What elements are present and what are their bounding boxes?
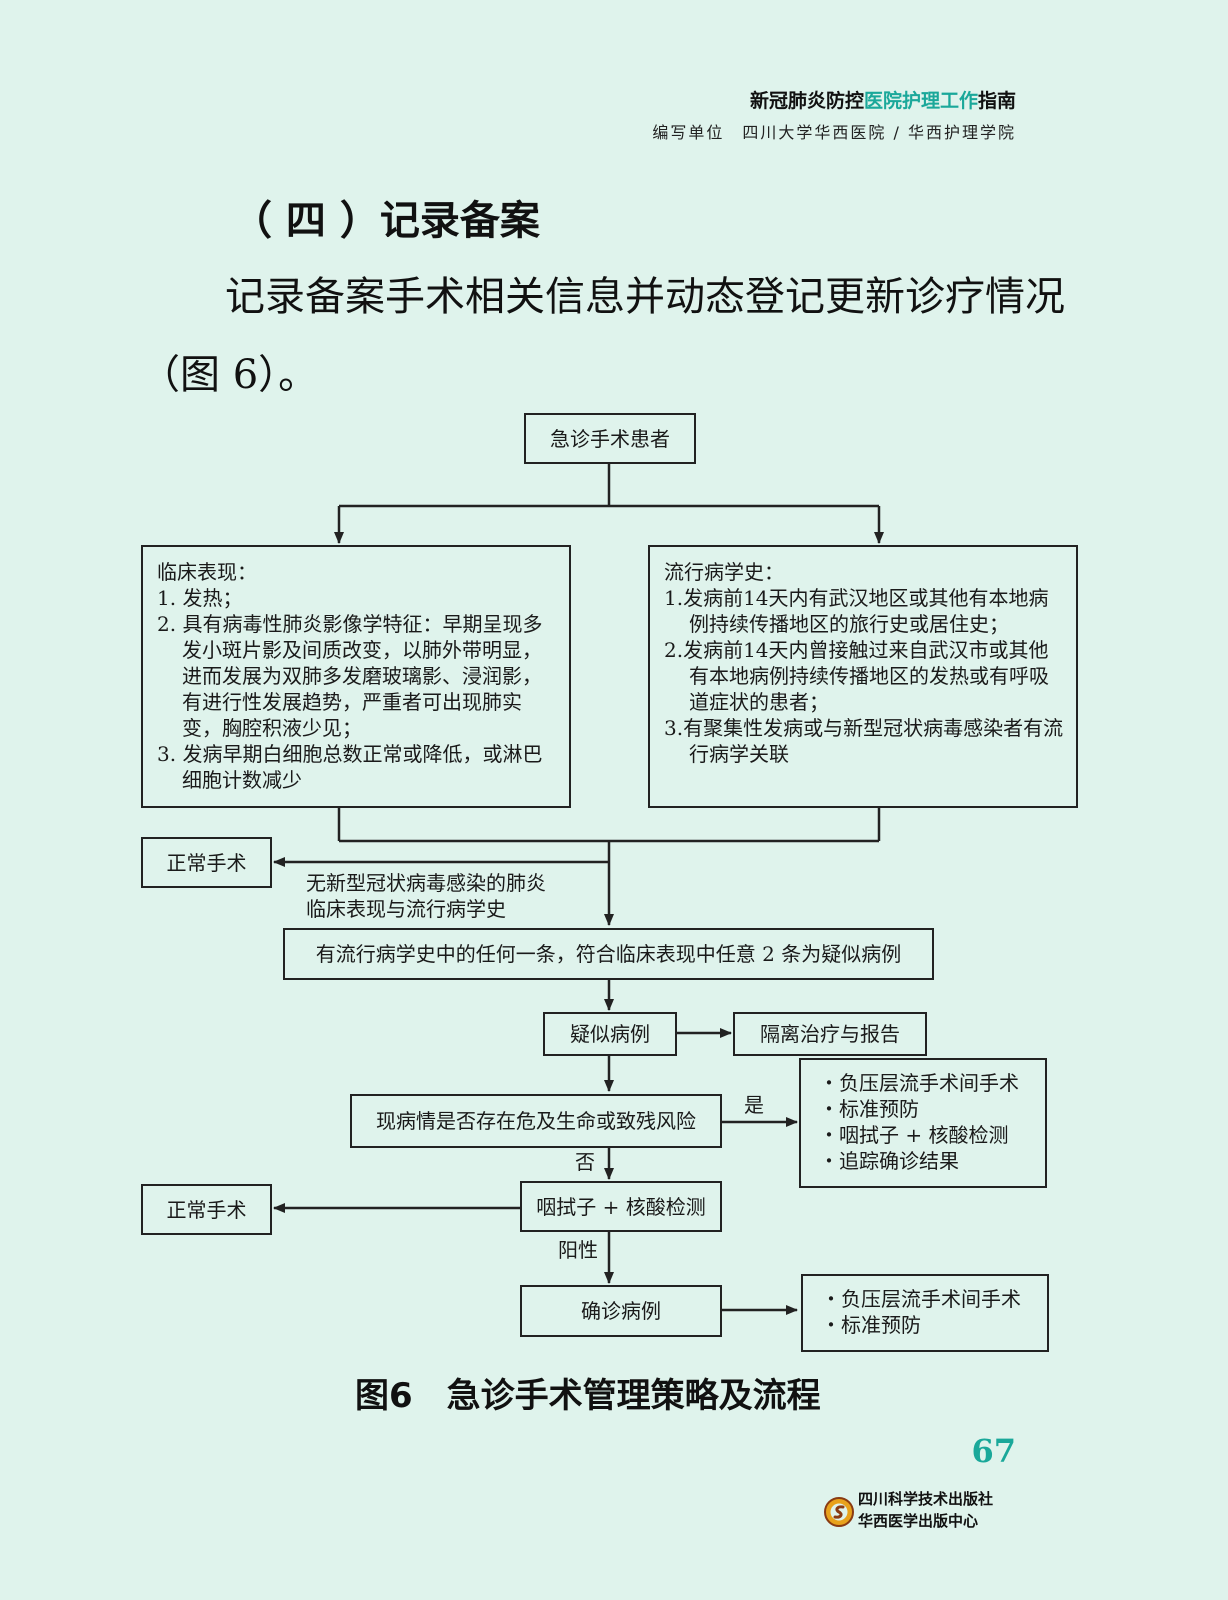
node-swab-test: 咽拭子 + 核酸检测 (520, 1181, 722, 1232)
book-title-part1: 新冠肺炎防控 (749, 90, 864, 112)
epidemiology-item-1: 1.发病前14天内有武汉地区或其他有本地病例持续传播地区的旅行史或居住史； (664, 586, 1049, 636)
node-clinical-manifestations: 临床表现： 1. 发热； 2. 具有病毒性肺炎影像学特征：早期呈现多发小斑片影及… (141, 545, 571, 808)
section-title: （ 四 ）记录备案 (232, 198, 540, 244)
section-paragraph: 记录备案手术相关信息并动态登记更新诊疗情况（图 6）。 (140, 274, 1065, 398)
publisher-name: 四川科学技术出版社 华西医学出版中心 (858, 1488, 993, 1532)
clinical-item-1: 1. 发热； (157, 586, 243, 610)
yes-action-4: ・追踪确诊结果 (819, 1149, 959, 1173)
node-emergency-patient: 急诊手术患者 (524, 413, 696, 464)
label-no: 否 (575, 1150, 595, 1174)
page-number: 67 (971, 1432, 1016, 1470)
epidemiology-title: 流行病学史： (664, 560, 784, 584)
epidemiology-item-2: 2.发病前14天内曾接触过来自武汉市或其他有本地病例持续传播地区的发热或有呼吸道… (664, 638, 1049, 714)
publisher-logo-icon (824, 1497, 854, 1527)
book-title: 新冠肺炎防控医院护理工作指南 (750, 86, 1016, 113)
node-normal-surgery-2: 正常手术 (141, 1184, 272, 1235)
node-risk-question: 现病情是否存在危及生命或致残风险 (350, 1094, 722, 1148)
book-title-part3: 指南 (977, 90, 1016, 112)
label-positive: 阳性 (558, 1238, 598, 1262)
figure-caption: 图6 急诊手术管理策略及流程 (355, 1376, 821, 1416)
yes-action-2: ・标准预防 (819, 1097, 919, 1121)
node-normal-surgery-1: 正常手术 (141, 837, 272, 888)
clinical-item-2: 2. 具有病毒性肺炎影像学特征：早期呈现多发小斑片影及间质改变，以肺外带明显，进… (157, 612, 543, 740)
book-subtitle: 编写单位 四川大学华西医院 / 华西护理学院 (652, 123, 1016, 142)
node-suspected-criteria: 有流行病学史中的任何一条，符合临床表现中任意 2 条为疑似病例 (283, 928, 934, 980)
node-isolation-report: 隔离治疗与报告 (733, 1012, 927, 1056)
publisher-line1: 四川科学技术出版社 (858, 1490, 994, 1508)
label-no-infection-line1: 无新型冠状病毒感染的肺炎 (306, 871, 546, 895)
clinical-item-3: 3. 发病早期白细胞总数正常或降低，或淋巴细胞计数减少 (157, 742, 543, 792)
clinical-title: 临床表现： (157, 560, 257, 584)
node-confirmed-actions: ・负压层流手术间手术 ・标准预防 (801, 1274, 1049, 1352)
node-confirmed-case: 确诊病例 (520, 1285, 722, 1337)
label-yes: 是 (744, 1093, 764, 1117)
node-suspected-case: 疑似病例 (543, 1012, 677, 1056)
node-epidemiological-history: 流行病学史： 1.发病前14天内有武汉地区或其他有本地病例持续传播地区的旅行史或… (648, 545, 1078, 808)
label-no-infection-line2: 临床表现与流行病学史 (306, 897, 506, 921)
epidemiology-item-3: 3.有聚集性发病或与新型冠状病毒感染者有流行病学关联 (664, 716, 1064, 766)
node-yes-actions: ・负压层流手术间手术 ・标准预防 ・咽拭子 + 核酸检测 ・追踪确诊结果 (799, 1058, 1047, 1188)
confirmed-action-2: ・标准预防 (821, 1313, 921, 1337)
book-title-highlight: 医院护理工作 (863, 90, 978, 112)
publisher-line2: 华西医学出版中心 (858, 1512, 979, 1530)
yes-action-3: ・咽拭子 + 核酸检测 (819, 1123, 1009, 1147)
confirmed-action-1: ・负压层流手术间手术 (821, 1287, 1021, 1311)
yes-action-1: ・负压层流手术间手术 (819, 1071, 1019, 1095)
